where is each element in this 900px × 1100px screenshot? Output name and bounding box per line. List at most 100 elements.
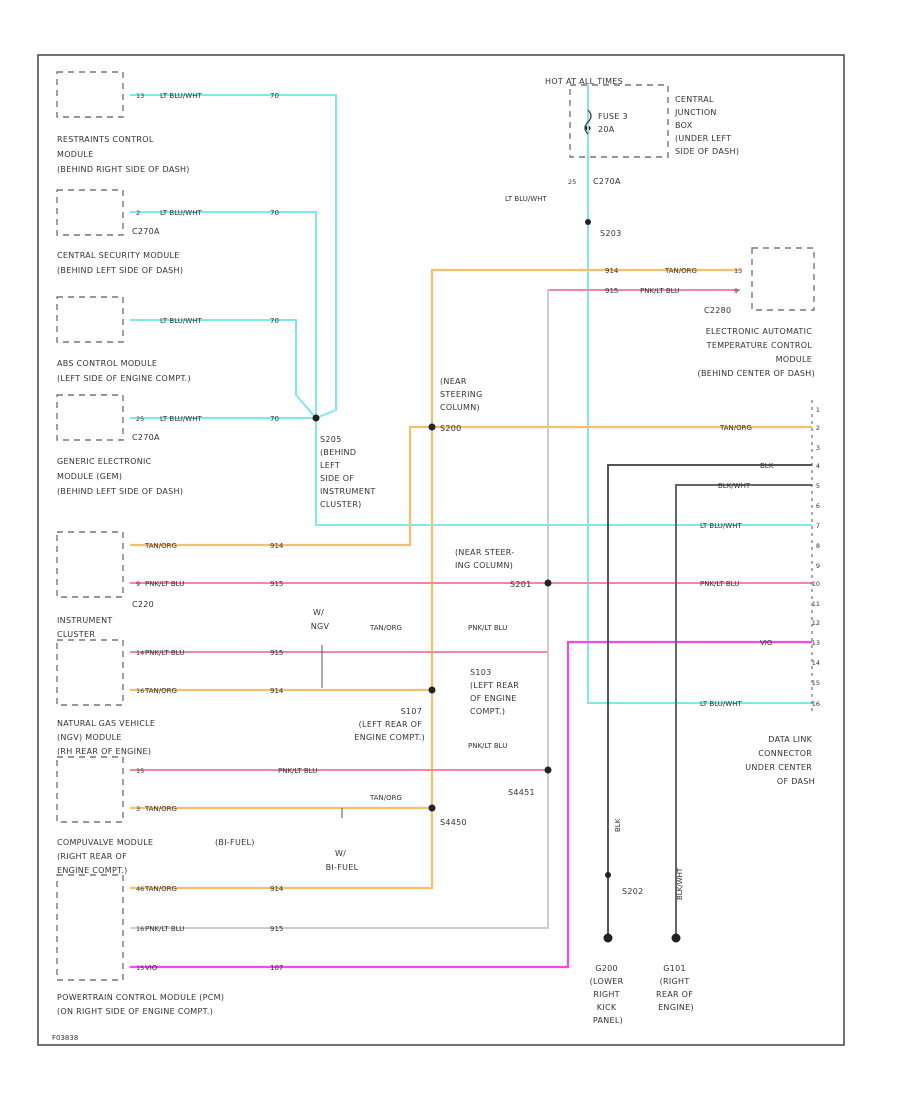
splice-s4450-label: S4450 (440, 818, 467, 827)
svg-text:107: 107 (270, 964, 283, 972)
ground-g200-label: G200 (LOWER RIGHT KICK PANEL) (590, 964, 627, 1025)
module-compuvalve-label: COMPUVALVE MODULE (RIGHT REAR OF ENGINE … (57, 838, 156, 875)
svg-text:TAN/ORG: TAN/ORG (144, 805, 177, 813)
cjb-label: CENTRAL JUNCTION BOX (UNDER LEFT SIDE OF… (674, 95, 739, 156)
svg-text:BLK: BLK (760, 462, 774, 470)
svg-text:LT BLU/WHT: LT BLU/WHT (160, 415, 202, 423)
svg-text:PNK/LT BLU: PNK/LT BLU (278, 767, 317, 775)
svg-text:VIO: VIO (760, 639, 773, 647)
svg-text:7: 7 (816, 522, 820, 530)
svg-text:TAN/ORG: TAN/ORG (144, 542, 177, 550)
module-bifuel-tag: (BI-FUEL) (215, 838, 255, 847)
svg-text:LT BLU/WHT: LT BLU/WHT (505, 195, 547, 203)
svg-text:70: 70 (270, 317, 279, 325)
module-restraints-label: RESTRAINTS CONTROL MODULE (BEHIND RIGHT … (57, 135, 190, 174)
svg-text:LT BLU/WHT: LT BLU/WHT (160, 92, 202, 100)
svg-text:9: 9 (136, 580, 140, 588)
svg-text:BLK/WHT: BLK/WHT (718, 482, 751, 490)
svg-text:25: 25 (568, 178, 576, 186)
module-abs-label: ABS CONTROL MODULE (LEFT SIDE OF ENGINE … (57, 359, 191, 383)
wire-lt-blu-wht (130, 94, 812, 704)
svg-text:914: 914 (270, 542, 284, 550)
svg-text:70: 70 (270, 92, 279, 100)
svg-text:3: 3 (816, 444, 820, 452)
wire-labels: LT BLU/WHT LT BLU/WHT LT BLU/WHT LT BLU/… (144, 92, 774, 972)
svg-text:16: 16 (812, 700, 820, 708)
svg-text:PNK/LT BLU: PNK/LT BLU (145, 649, 184, 657)
svg-text:915: 915 (270, 649, 283, 657)
svg-text:9: 9 (734, 287, 738, 295)
splice-s201-label: S201 (510, 580, 532, 589)
svg-text:5: 5 (816, 482, 820, 490)
splice-s203-label: S203 (600, 229, 622, 238)
svg-text:15: 15 (136, 964, 144, 972)
fuse-label: FUSE 3 20A (598, 112, 631, 134)
svg-text:6: 6 (816, 502, 820, 510)
module-gem-label: GENERIC ELECTRONIC MODULE (GEM) (BEHIND … (57, 457, 183, 496)
svg-text:PNK/LT BLU: PNK/LT BLU (700, 580, 739, 588)
wire-pnk-lt-blu (130, 289, 812, 771)
svg-text:8: 8 (816, 542, 820, 550)
splice-dots (312, 125, 681, 943)
connector-c220-cluster: C220 (132, 600, 154, 609)
dlc-label: DATA LINK CONNECTOR UNDER CENTER OF DASH (745, 735, 815, 786)
ngv-tag: W/ NGV (311, 608, 330, 631)
module-pcm-label: POWERTRAIN CONTROL MODULE (PCM) (ON RIGH… (57, 993, 227, 1016)
svg-text:TAN/ORG: TAN/ORG (144, 885, 177, 893)
svg-text:13: 13 (734, 267, 742, 275)
svg-text:PNK/LT BLU: PNK/LT BLU (145, 580, 184, 588)
svg-text:14: 14 (812, 659, 820, 667)
near-steering-column-label-2: (NEAR STEER- ING COLUMN) (455, 548, 517, 570)
svg-text:914: 914 (270, 885, 284, 893)
svg-text:10: 10 (812, 580, 820, 588)
svg-text:LT BLU/WHT: LT BLU/WHT (700, 522, 742, 530)
svg-text:LT BLU/WHT: LT BLU/WHT (160, 317, 202, 325)
splice-s4451-label: S4451 (508, 788, 535, 797)
svg-text:70: 70 (270, 415, 279, 423)
splice-s200-label: S200 (440, 424, 462, 433)
connector-c270a-cjb: C270A (593, 177, 621, 186)
pin-numbers: 13 2 25 9 25 14 16 15 3 46 16 15 13 9 (136, 92, 742, 972)
svg-text:TAN/ORG: TAN/ORG (369, 794, 402, 802)
svg-text:915: 915 (270, 925, 283, 933)
svg-text:25: 25 (136, 415, 144, 423)
near-steering-column-label-1: (NEAR STEERING COLUMN) (440, 377, 485, 412)
svg-text:2: 2 (816, 424, 820, 432)
wire-gray-return (130, 290, 549, 929)
wire-blk-wht (675, 484, 812, 938)
svg-text:914: 914 (270, 687, 284, 695)
svg-text:915: 915 (605, 287, 618, 295)
connector-c2280-eatc: C2280 (704, 306, 731, 315)
svg-text:TAN/ORG: TAN/ORG (719, 424, 752, 432)
svg-text:BLK/WHT: BLK/WHT (676, 867, 684, 900)
svg-text:4: 4 (816, 462, 820, 470)
module-boxes (56, 71, 815, 981)
svg-text:PNK/LT BLU: PNK/LT BLU (640, 287, 679, 295)
svg-text:TAN/ORG: TAN/ORG (144, 687, 177, 695)
svg-text:14: 14 (136, 649, 144, 657)
svg-text:12: 12 (812, 619, 820, 627)
module-ngv-label: NATURAL GAS VEHICLE (NGV) MODULE (RH REA… (57, 719, 158, 756)
splice-s205-label: S205 (BEHIND LEFT SIDE OF INSTRUMENT CLU… (320, 435, 378, 509)
svg-text:914: 914 (605, 267, 619, 275)
svg-text:1: 1 (816, 406, 820, 414)
svg-text:PNK/LT BLU: PNK/LT BLU (145, 925, 184, 933)
svg-text:BLK: BLK (614, 818, 622, 832)
svg-text:46: 46 (136, 885, 144, 893)
svg-text:LT BLU/WHT: LT BLU/WHT (160, 209, 202, 217)
svg-text:3: 3 (136, 805, 140, 813)
connector-c270a-gem2: C270A (132, 433, 160, 442)
wire-blk (607, 464, 812, 938)
splice-s202-label: S202 (622, 887, 644, 896)
module-instrument-cluster-label: INSTRUMENT CLUSTER (57, 616, 115, 639)
svg-text:TAN/ORG: TAN/ORG (369, 624, 402, 632)
svg-text:13: 13 (812, 639, 820, 647)
svg-text:70: 70 (270, 209, 279, 217)
splice-s107-label: S107 (LEFT REAR OF ENGINE COMPT.) (354, 707, 425, 742)
svg-text:VIO: VIO (145, 964, 158, 972)
ground-g101-label: G101 (RIGHT REAR OF ENGINE) (656, 964, 696, 1012)
hot-at-all-times-label: HOT AT ALL TIMES (545, 77, 623, 86)
svg-text:PNK/LT BLU: PNK/LT BLU (468, 624, 507, 632)
svg-text:15: 15 (812, 679, 820, 687)
